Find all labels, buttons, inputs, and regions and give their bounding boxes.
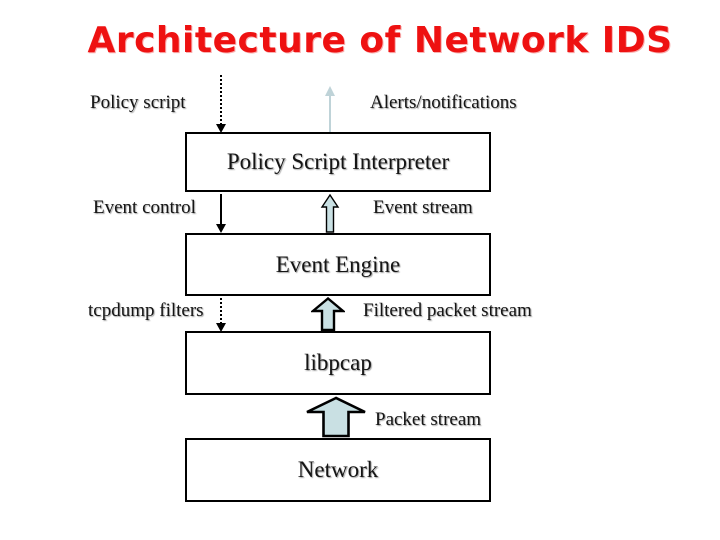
label-event-stream: Event stream <box>373 197 473 218</box>
label-alerts-notifications: Alerts/notifications <box>370 92 517 113</box>
label-policy-script: Policy script <box>90 92 186 113</box>
down-arrow-event-control-head-icon <box>216 224 226 233</box>
label-filtered-packet-stream: Filtered packet stream <box>363 300 532 321</box>
box-event-engine: Event Engine <box>185 233 491 296</box>
box-policy-script-interpreter: Policy Script Interpreter <box>185 132 491 192</box>
box-network-label: Network <box>297 457 379 482</box>
box-network: Network <box>185 438 491 502</box>
label-event-control: Event control <box>93 197 196 218</box>
down-arrow-policy-script-head-icon <box>216 124 226 133</box>
box-libpcap-label: libpcap <box>304 350 372 375</box>
block-up-arrow-filtered-packet-stream-shape <box>311 297 345 332</box>
block-up-arrow-packet-stream-icon <box>306 396 366 438</box>
block-up-arrow-filtered-packet-stream-icon <box>311 297 345 332</box>
down-arrow-tcpdump-filters-head-icon <box>216 323 226 332</box>
label-packet-stream: Packet stream <box>375 409 482 430</box>
down-arrow-event-control-line <box>220 194 222 225</box>
block-up-arrow-packet-stream-shape <box>306 396 366 438</box>
up-arrow-alerts-head-icon <box>325 86 335 96</box>
down-arrow-tcpdump-filters-line <box>220 298 222 323</box>
label-tcpdump-filters: tcpdump filters <box>88 300 204 321</box>
up-arrow-alerts-line <box>329 95 331 132</box>
box-libpcap: libpcap <box>185 331 491 395</box>
block-up-arrow-event-stream-shape <box>320 194 340 233</box>
down-arrow-policy-script-line <box>220 75 222 124</box>
slide-title: Architecture of Network IDS <box>87 20 673 61</box>
block-up-arrow-event-stream-icon <box>320 194 340 233</box>
box-policy-script-interpreter-label: Policy Script Interpreter <box>226 149 450 174</box>
box-event-engine-label: Event Engine <box>275 251 401 277</box>
